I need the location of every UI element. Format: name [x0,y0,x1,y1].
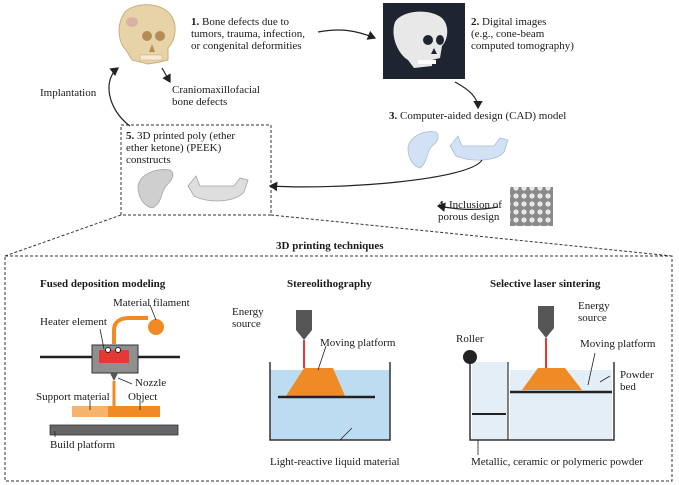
step3-label: 3. Computer-aided design (CAD) model [389,110,567,122]
techniques-panel [4,255,673,482]
build-platform-label: Build platform [50,439,116,451]
techniques-title: 3D printing techniques [276,240,384,252]
step2-label: 2. Digital images (e.g., cone-beam compu… [471,16,574,52]
sls-title: Selective laser sintering [490,278,601,290]
porous-design-illustration [510,187,553,226]
step5-label: 5. 3D printed poly (ether ether ketone) … [126,130,236,166]
cranio-label: Craniomaxillofacial bone defects [172,84,260,108]
material-filament-label: Material filament [113,297,190,309]
roller-label: Roller [456,333,484,345]
powder-bed-label: Powder bed [620,369,654,393]
sls-illustration [463,306,615,441]
ct-image-illustration [383,3,465,79]
flow-arrows [108,29,499,212]
sla-energy-label: Energy source [232,306,264,330]
step1-label: 1. Bone defects due to tumors, trauma, i… [191,16,305,52]
sla-illustration [269,310,391,441]
step4-label: 4. Inclusion of porous design [438,199,502,223]
fdm-illustration [40,316,180,436]
heater-element-label: Heater element [40,316,107,328]
sla-liquid-label: Light-reactive liquid material [270,456,400,468]
cad-model-illustration [407,131,509,169]
implantation-label: Implantation [40,87,97,99]
sls-moving-platform-label: Moving platform [580,338,656,350]
fdm-title: Fused deposition modeling [40,278,166,290]
sls-energy-label: Energy source [578,300,610,324]
sls-powder-label: Metallic, ceramic or polymeric powder [471,456,643,468]
nozzle-label: Nozzle [135,377,167,389]
object-label: Object [128,391,158,403]
sla-moving-platform-label: Moving platform [320,337,396,349]
sla-title: Stereolithography [287,278,372,290]
skull-illustration [118,4,176,65]
support-material-label: Support material [36,391,110,403]
peek-construct-illustration [137,169,249,209]
step5-box [120,124,272,216]
